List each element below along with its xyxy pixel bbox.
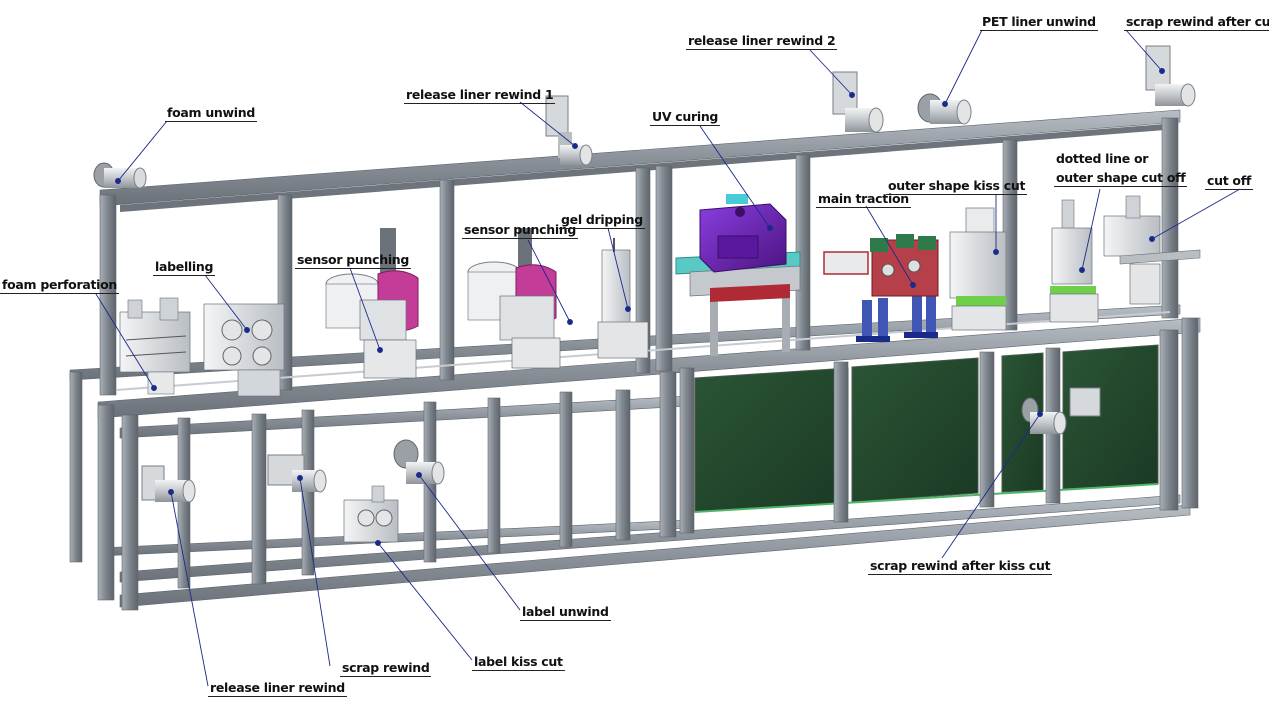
uv-curing-station: [675, 194, 801, 356]
label-release-liner-rewind-1: release liner rewind 1: [404, 87, 556, 104]
label-kiss-cut-station: [343, 485, 399, 543]
label-sensor-punching-left: sensor punching: [295, 252, 412, 269]
label-label-unwind: label unwind: [520, 604, 611, 621]
label-unwind-roller: [393, 439, 445, 485]
foam-perforation-station: [119, 297, 191, 395]
foam-unwind-roller: [93, 162, 147, 189]
green-panel: [851, 357, 979, 503]
leader-lines: [95, 29, 1241, 687]
label-outer-shape-cut-off: outer shape cut off: [1054, 170, 1188, 187]
label-scrap-rewind: scrap rewind: [340, 660, 432, 677]
label-uv-curing: UV curing: [650, 109, 721, 126]
outer-shape-kiss-cut-station: [949, 207, 1007, 331]
green-panel: [694, 367, 849, 513]
label-label-kiss-cut: label kiss cut: [472, 654, 565, 671]
label-sensor-punching-right: sensor punching: [462, 222, 579, 239]
upper-frame: [99, 109, 1181, 396]
label-release-liner-rewind-2: release liner rewind 2: [686, 33, 838, 50]
cut-off-station: [1103, 195, 1201, 305]
rollers: [93, 45, 1196, 503]
dotted-line-cut-off-station: [1049, 199, 1099, 323]
lower-frame: [69, 304, 1201, 611]
labelling-station: [203, 303, 285, 397]
stations: [119, 194, 1201, 543]
label-dotted-line-or: dotted line or: [1056, 151, 1149, 166]
release-liner-rewind-1-roller: [545, 95, 593, 166]
sensor-punching-station-2: [467, 228, 561, 369]
label-labelling: labelling: [153, 259, 216, 276]
label-foam-unwind: foam unwind: [165, 105, 258, 122]
label-foam-perforation: foam perforation: [0, 277, 119, 294]
label-cut-off: cut off: [1205, 173, 1253, 190]
label-scrap-rewind-after-cut-off: scrap rewind after cut off: [1124, 14, 1269, 31]
release-liner-rewind-2-roller: [832, 71, 884, 133]
pet-liner-unwind-roller: [917, 93, 972, 125]
label-pet-liner-unwind: PET liner unwind: [980, 14, 1098, 31]
label-outer-shape-kiss-cut: outer shape kiss cut: [886, 178, 1028, 195]
scrap-rewind-after-cut-off-roller: [1145, 45, 1196, 107]
label-gel-dripping: gel dripping: [559, 212, 645, 229]
label-release-liner-rewind: release liner rewind: [208, 680, 347, 697]
label-scrap-rewind-after-kiss-cut: scrap rewind after kiss cut: [868, 558, 1053, 575]
scrap-rewind-roller: [267, 454, 327, 493]
main-traction-station: [823, 234, 939, 342]
gel-dripping-station: [597, 238, 649, 359]
label-main-traction: main traction: [816, 191, 911, 208]
green-panel: [1062, 344, 1159, 490]
